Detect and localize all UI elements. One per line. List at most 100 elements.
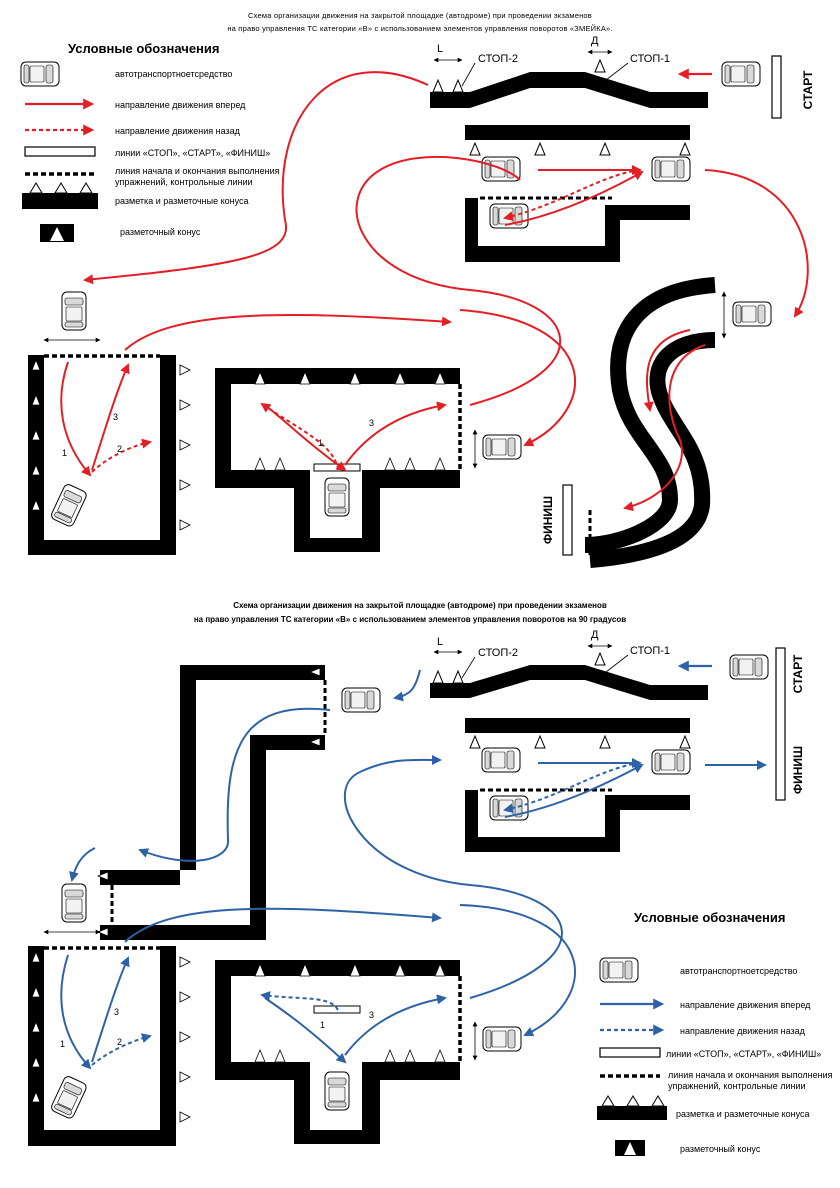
top-box-left-wall <box>28 355 44 555</box>
bottom-legend-markup-icon <box>597 1106 667 1120</box>
bottom-title-line2: на право управления ТС категории «В» с и… <box>194 615 626 624</box>
bottom-diagram: Схема организации движения на закрытой п… <box>28 601 833 1156</box>
bottom-box-car-parked <box>49 1074 89 1121</box>
bottom-t-car-enter <box>482 1026 522 1052</box>
bottom-stop2-leader <box>461 656 476 679</box>
bottom-t-car-parked <box>324 1071 350 1111</box>
legend-cone-triangle <box>50 227 64 241</box>
top-box-right-wall <box>160 355 176 555</box>
bottom-pp-back-1 <box>503 762 641 814</box>
bottom-box-left-wall <box>28 946 44 1146</box>
top-box-route-3 <box>91 363 130 471</box>
bottom-legend-vehicle-icon <box>599 957 639 983</box>
bottom-route-to-t-car <box>459 904 576 1037</box>
bottom-pp-cones-top <box>469 734 691 749</box>
bottom-legend-markup-cones <box>601 1095 665 1107</box>
top-hill-cones <box>432 58 606 93</box>
top-serp-route-s <box>623 344 706 512</box>
bottom-stop1-label: СТОП-1 <box>630 645 670 657</box>
bottom-legend-cone-label: разметочный конус <box>680 1144 761 1154</box>
top-finish-line <box>562 484 573 556</box>
top-route-pp-to-serp <box>704 169 809 318</box>
top-box-num-1: 1 <box>62 448 67 458</box>
top-pp-back-2 <box>504 171 644 226</box>
bottom-start-label: СТАРТ <box>791 654 805 693</box>
bottom-hill-road <box>430 665 708 700</box>
top-t-route-1 <box>260 402 339 471</box>
bottom-box-num-2: 2 <box>117 1037 122 1047</box>
top-hill-road <box>430 72 708 108</box>
top-serp-outer <box>584 277 716 553</box>
bottom-pp-top-bar <box>465 718 690 733</box>
top-title-line2: на право управления ТС категории «В» с и… <box>227 24 612 33</box>
legend-backward-label: направление движения назад <box>115 126 241 136</box>
bottom-box-bottom-wall <box>28 1130 176 1146</box>
bottom-t-turn: 1 3 <box>215 960 522 1144</box>
bottom-legend-backward-label: направление движения назад <box>680 1026 806 1036</box>
top-start-car <box>721 61 761 87</box>
bottom-stop2-label: СТОП-2 <box>478 647 518 659</box>
bottom-corr-cones <box>96 667 321 937</box>
top-t-route-3 <box>344 401 447 466</box>
bottom-t-route-2 <box>264 997 347 1064</box>
top-box-cones <box>31 358 191 531</box>
bottom-hill-cones <box>432 651 606 684</box>
bottom-pp-back-2 <box>504 764 644 818</box>
bottom-legend-title: Условные обозначения <box>634 910 785 925</box>
bottom-pp-lower-wall <box>465 790 690 852</box>
bottom-t-num-3: 3 <box>369 1010 374 1020</box>
bottom-legend-forward-label: направление движения вперед <box>680 1000 811 1010</box>
bottom-legend: Условные обозначения автотранспортноетср… <box>597 910 833 1156</box>
bottom-legend-control-label1: линия начала и окончания выполнения <box>668 1070 833 1080</box>
top-box-num-2: 2 <box>117 444 122 454</box>
top-box-route-2 <box>91 438 152 473</box>
top-box-car-parked <box>49 482 89 529</box>
top-stop1-label: СТОП-1 <box>630 53 670 65</box>
top-t-num-3: 3 <box>369 418 374 428</box>
bottom-start-car <box>729 654 769 680</box>
top-D-label: Д <box>591 35 599 47</box>
bottom-legend-stop-label: линии «СТОП», «СТАРТ», «ФИНИШ» <box>666 1049 821 1059</box>
bottom-legend-cone-triangle <box>624 1142 636 1155</box>
bottom-hill-zone: L СТОП-2 Д СТОП-1 СТАРТ ФИНИШ <box>430 629 805 801</box>
bottom-t-wall <box>215 960 460 1144</box>
bottom-hill-to-corr <box>393 669 421 702</box>
top-L-label: L <box>437 43 443 55</box>
top-title-line1: Схема организации движения на закрытой п… <box>248 11 592 20</box>
bottom-legend-control-label2: упражнений, контрольные линии <box>668 1081 806 1091</box>
top-hill-zone: L СТОП-2 Д СТОП-1 СТАРТ <box>430 35 815 119</box>
bottom-corr-outer <box>100 665 325 885</box>
top-t-wall <box>215 368 460 552</box>
bottom-route-t-loop <box>343 754 563 999</box>
top-route-hill-to-box <box>83 71 429 285</box>
bottom-90-corridor <box>69 665 421 940</box>
bottom-stop1-leader <box>605 654 629 673</box>
top-box-num-3: 3 <box>113 412 118 422</box>
bottom-t-cones <box>254 962 446 1063</box>
bottom-parallel-parking <box>465 718 767 852</box>
bottom-finish-label: ФИНИШ <box>791 746 805 794</box>
top-t-car-enter <box>482 434 522 460</box>
legend-stop-lines-label: линии «СТОП», «СТАРТ», «ФИНИШ» <box>115 148 270 158</box>
bottom-corr-car <box>341 687 381 713</box>
top-serp-car <box>732 301 772 327</box>
top-pp-top-bar <box>465 125 690 140</box>
top-pp-car-2 <box>651 156 691 182</box>
top-stop2-label: СТОП-2 <box>478 53 518 65</box>
legend-stop-line-icon <box>24 146 96 157</box>
bottom-box-route-2 <box>91 1033 152 1066</box>
top-box-parking: 1 2 3 <box>28 291 191 555</box>
top-t-route-2 <box>264 404 347 472</box>
bottom-start-finish-line <box>775 647 786 801</box>
top-connecting-routes <box>83 71 809 447</box>
bottom-connecting-routes <box>124 754 576 1037</box>
top-box-route-1 <box>60 361 92 477</box>
top-pp-lower-wall <box>465 198 690 262</box>
top-parallel-parking <box>465 125 691 262</box>
legend-vehicle-label: автотранспортноетсредство <box>115 69 232 79</box>
legend-cone-label: разметочный конус <box>120 227 201 237</box>
top-t-num-1: 1 <box>318 438 323 448</box>
top-finish-label: ФИНИШ <box>541 496 555 544</box>
bottom-pp-car-1 <box>481 747 521 773</box>
